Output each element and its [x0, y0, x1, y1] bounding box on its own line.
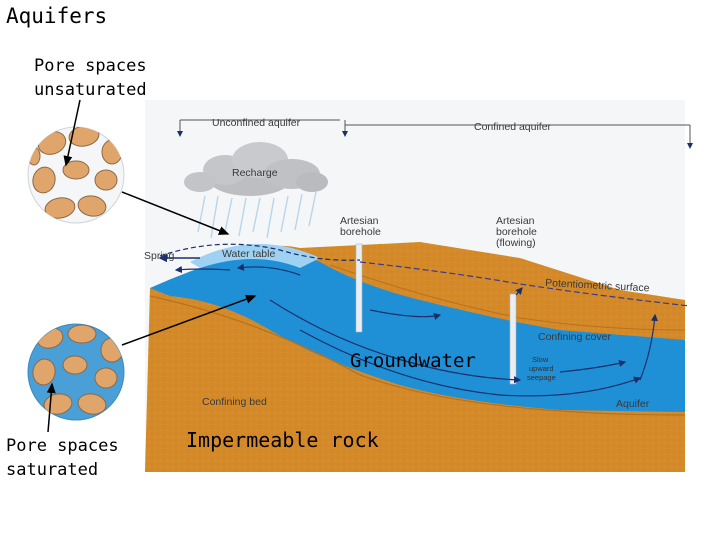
slide-title: Aquifers: [6, 4, 108, 28]
pore-unsaturated-line-1: Pore spaces: [34, 56, 147, 76]
spring-label: Spring: [144, 250, 175, 262]
impermeable-rock-label: Impermeable rock: [186, 428, 379, 452]
water-table-label: Water table: [222, 248, 275, 260]
confining-cover-edge: [329, 264, 686, 331]
svg-text:upward: upward: [529, 364, 554, 373]
potentiometric-surface-label: Potentiometric surface: [545, 277, 650, 294]
pore-saturated-line-1: Pore spaces: [6, 436, 119, 456]
pore-saturated-line-2: saturated: [6, 460, 99, 480]
aquifer-water: [150, 249, 685, 412]
recharge-cloud: [184, 142, 328, 196]
pore-saturated-label: Pore spaces saturated: [6, 434, 119, 482]
arrow-sat-to-diagram: [121, 294, 257, 346]
arrow-unsat-label: [63, 99, 81, 167]
recharge-label: Recharge: [232, 167, 278, 179]
water-table-mound: [190, 243, 320, 268]
aquifer-label: Aquifer: [616, 398, 650, 410]
artesian-borehole-label: Artesian borehole: [340, 215, 381, 238]
artesian-borehole-flowing-label: Artesian borehole (flowing): [496, 215, 537, 249]
confining-bed-edge: [149, 295, 686, 416]
artesian-borehole: [355, 243, 363, 333]
svg-text:Artesian: Artesian: [496, 215, 535, 227]
pore-unsaturated-line-2: unsaturated: [34, 80, 147, 100]
potentiometric-surface-line: [359, 261, 691, 307]
confining-cover-label: Confining cover: [538, 331, 611, 343]
rain: [197, 191, 317, 239]
svg-text:Artesian: Artesian: [340, 215, 379, 227]
arrow-sat-label: [46, 382, 56, 433]
artesian-borehole-flowing: [509, 293, 517, 385]
slow-upward-seepage-label: Slow upward seepage: [527, 355, 556, 382]
confining-bed-label: Confining bed: [202, 396, 267, 408]
flow-arrows: [174, 263, 659, 397]
groundwater-label: Groundwater: [350, 350, 476, 372]
pore-saturated-circle: [27, 323, 125, 421]
unconfined-aquifer-label: Unconfined aquifer: [212, 117, 301, 129]
svg-text:(flowing): (flowing): [496, 237, 536, 249]
pore-unsaturated-circle: [27, 126, 125, 224]
svg-text:borehole: borehole: [340, 226, 381, 238]
confined-aquifer-label: Confined aquifer: [474, 121, 552, 133]
svg-text:borehole: borehole: [496, 226, 537, 238]
svg-text:Slow: Slow: [532, 355, 549, 364]
arrow-unsat-to-diagram: [121, 191, 230, 235]
pore-unsaturated-label: Pore spaces unsaturated: [34, 54, 147, 102]
water-table-line: [159, 243, 361, 261]
svg-text:seepage: seepage: [527, 373, 556, 382]
